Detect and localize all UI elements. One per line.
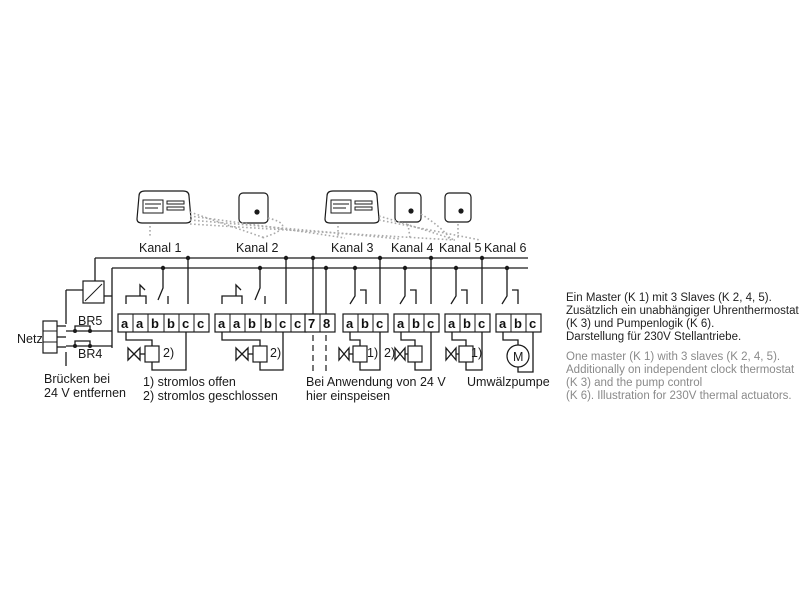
terminal-1-a2: a [136,316,144,331]
feed-note-line1: Bei Anwendung von 24 V [306,375,446,389]
terminal-7: 7 [308,316,315,331]
channel-label-1: Kanal 1 [139,241,181,255]
bridge-br5-label: BR5 [78,314,102,328]
bridge-note-line1: Brücken bei [44,372,110,386]
low-voltage-feed-lines [312,335,327,372]
actuator-k2-mark: 2) [270,346,281,360]
actuator-k4 [394,332,432,371]
terminal-block-5: a b c [444,313,491,333]
terminal-1-b2: b [167,316,175,331]
actuator-k1-mark: 2) [163,346,174,360]
bus-lines [94,255,528,348]
desc-de-line3: (K 3) und Pumpenlogik (K 6). [566,318,714,330]
transformer [82,280,105,304]
bridge-br4-label: BR4 [78,347,102,361]
actuator-k1 [125,332,187,371]
channel-label-4: Kanal 4 [391,241,433,255]
legend-normally-open: 1) stromlos offen [143,375,236,389]
actuator-k5-mark: 1) [471,346,482,360]
terminal-6-b: b [514,316,522,331]
thermostat-clock-k3 [324,190,380,224]
thermostat-master-k1 [136,190,192,224]
relay-contacts [125,258,519,314]
actuator-k3 [338,332,381,371]
terminal-3-c: c [376,316,383,331]
desc-en-line1: One master (K 1) with 3 slaves (K 2, 4, … [566,351,780,363]
actuator-k4-mark: 2) [384,346,395,360]
terminal-8: 8 [323,316,330,331]
bridge-note-line2: 24 V entfernen [44,386,126,400]
thermostat-slave-k2 [238,192,269,224]
thermostat-slave-k4 [394,192,422,223]
terminal-6-a: a [499,316,507,331]
terminal-2-a1: a [218,316,226,331]
terminal-block-4: a b c [393,313,440,333]
terminal-1-a1: a [121,316,129,331]
terminal-3-a: a [346,316,354,331]
terminal-1-c2: c [197,316,204,331]
mains-connector [42,320,66,354]
pump-label: Umwälzpumpe [467,375,550,389]
wireless-links [149,211,481,241]
terminal-5-b: b [463,316,471,331]
terminal-3-b: b [361,316,369,331]
desc-en-line4: (K 6). Illustration for 230V thermal act… [566,390,792,402]
desc-en-line2: Additionally on independent clock thermo… [566,364,795,376]
feed-note-line2: hier einspeisen [306,389,390,403]
mains-label: Netz [17,332,43,346]
thermostat-slave-k5 [444,192,472,223]
desc-de-line2: Zusätzlich ein unabhängiger Uhrenthermos… [566,305,799,317]
power-wiring [65,289,112,366]
channel-label-3: Kanal 3 [331,241,373,255]
channel-label-2: Kanal 2 [236,241,278,255]
terminal-2-b2: b [264,316,272,331]
terminal-2-c2: c [294,316,301,331]
terminal-block-1: a a b b c c [117,313,210,333]
description-german: Ein Master (K 1) mit 3 Slaves (K 2, 4, 5… [566,292,799,343]
terminal-4-a: a [397,316,405,331]
actuator-k5 [445,332,483,371]
terminal-block-3: a b c [342,313,389,333]
terminal-5-c: c [478,316,485,331]
channel-label-6: Kanal 6 [484,241,526,255]
circulation-pump [502,332,534,373]
terminal-4-c: c [427,316,434,331]
terminal-1-c1: c [182,316,189,331]
terminal-6-c: c [529,316,536,331]
description-english: One master (K 1) with 3 slaves (K 2, 4, … [566,351,795,402]
channel-label-5: Kanal 5 [439,241,481,255]
desc-de-line4: Darstellung für 230V Stellantriebe. [566,331,741,343]
terminal-2-c1: c [279,316,286,331]
desc-en-line3: (K 3) and the pump control [566,377,702,389]
terminal-block-6: a b c [495,313,542,333]
actuator-k2 [221,332,284,371]
terminal-5-a: a [448,316,456,331]
pump-motor-mark: M [513,350,523,364]
terminal-2-b1: b [248,316,256,331]
legend-normally-closed: 2) stromlos geschlossen [143,389,278,403]
actuator-k3-mark: 1) [367,346,378,360]
terminal-4-b: b [412,316,420,331]
terminal-block-2: a a b b c c [214,313,307,333]
terminal-block-24v: 7 8 [304,313,336,333]
terminal-1-b1: b [151,316,159,331]
desc-de-line1: Ein Master (K 1) mit 3 Slaves (K 2, 4, 5… [566,292,772,304]
terminal-2-a2: a [233,316,241,331]
